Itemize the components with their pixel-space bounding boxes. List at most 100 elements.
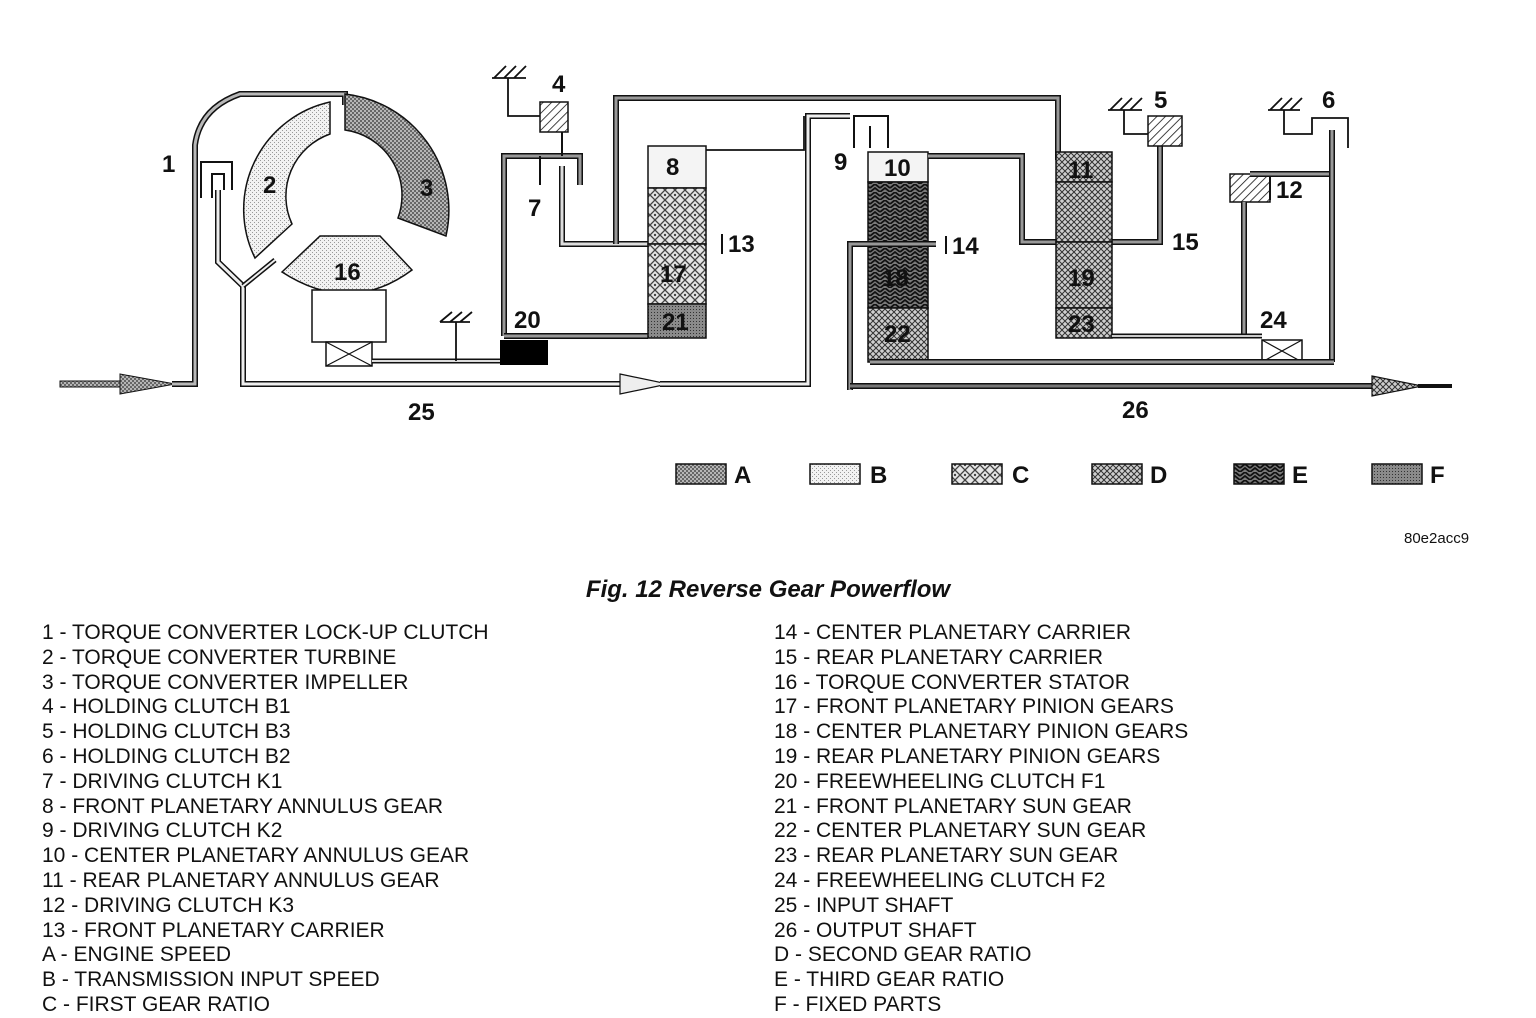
label-12: 12 xyxy=(1276,177,1303,204)
front-annulus-link xyxy=(613,95,1061,244)
key-item: C - FIRST GEAR RATIO xyxy=(42,992,270,1016)
label-16: 16 xyxy=(334,259,361,286)
key-item: 25 - INPUT SHAFT xyxy=(774,893,954,917)
key-item: 3 - TORQUE CONVERTER IMPELLER xyxy=(42,670,409,694)
legend-swatch-c xyxy=(951,463,1003,485)
key-item: 12 - DRIVING CLUTCH K3 xyxy=(42,893,295,917)
key-item: 5 - HOLDING CLUTCH B3 xyxy=(42,720,291,744)
key-item: 15 - REAR PLANETARY CARRIER xyxy=(774,645,1104,669)
key-item: 9 - DRIVING CLUTCH K2 xyxy=(42,819,283,843)
center-carrier-14 xyxy=(847,236,947,390)
label-14: 14 xyxy=(952,233,979,260)
powerflow-diagram: 1 2 3 4 5 6 7 8 9 10 11 12 13 14 15 16 1… xyxy=(59,65,1452,489)
legend-label-b: B xyxy=(870,462,887,489)
label-10: 10 xyxy=(884,155,911,182)
input-shaft-arrow xyxy=(619,373,669,395)
key-item: 16 - TORQUE CONVERTER STATOR xyxy=(774,670,1130,694)
lockup-clutch-1 xyxy=(200,161,233,198)
impeller-3 xyxy=(344,93,450,238)
key-item: 19 - REAR PLANETARY PINION GEARS xyxy=(774,744,1161,768)
front-sun-21 xyxy=(647,303,707,339)
driving-clutch-k3 xyxy=(1229,171,1330,336)
turbine-2 xyxy=(242,101,331,260)
key-item: 14 - CENTER PLANETARY CARRIER xyxy=(774,621,1132,644)
figure-caption: Fig. 12 Reverse Gear Powerflow xyxy=(585,576,951,603)
key-item: D - SECOND GEAR RATIO xyxy=(774,943,1032,967)
label-6: 6 xyxy=(1322,87,1335,114)
key-item: 20 - FREEWHEELING CLUTCH F1 xyxy=(774,769,1106,793)
label-11: 11 xyxy=(1068,157,1093,184)
key-list-left: 1 - TORQUE CONVERTER LOCK-UP CLUTCH 2 - … xyxy=(42,621,489,1018)
key-item: 22 - CENTER PLANETARY SUN GEAR xyxy=(774,819,1147,843)
image-code: 80e2acc9 xyxy=(1404,530,1470,547)
key-item: 13 - FRONT PLANETARY CARRIER xyxy=(42,918,385,942)
stator-housing xyxy=(311,289,387,343)
legend-label-f: F xyxy=(1430,462,1445,489)
legend-label-a: A xyxy=(734,462,751,489)
k1-housing xyxy=(501,153,648,339)
key-item: 2 - TORQUE CONVERTER TURBINE xyxy=(42,645,397,669)
center-pinion-upper xyxy=(867,181,929,243)
label-23: 23 xyxy=(1068,311,1095,338)
label-17: 17 xyxy=(660,261,687,288)
label-18: 18 xyxy=(882,265,909,292)
legend-label-c: C xyxy=(1012,462,1029,489)
holding-clutch-b2 xyxy=(1268,97,1349,362)
key-item: 18 - CENTER PLANETARY PINION GEARS xyxy=(774,720,1189,744)
key-item: 4 - HOLDING CLUTCH B1 xyxy=(42,695,291,719)
front-pinion-17 xyxy=(647,243,707,305)
key-item: 6 - HOLDING CLUTCH B2 xyxy=(42,744,291,768)
key-list-right: 14 - CENTER PLANETARY CARRIER 15 - REAR … xyxy=(774,621,1188,1018)
output-shaft-26 xyxy=(850,375,1452,397)
key-item: A - ENGINE SPEED xyxy=(42,943,232,967)
key-item: B - TRANSMISSION INPUT SPEED xyxy=(42,968,380,992)
key-item: 24 - FREEWHEELING CLUTCH F2 xyxy=(774,868,1106,892)
key-item: 1 - TORQUE CONVERTER LOCK-UP CLUTCH xyxy=(42,621,489,644)
front-pinion-upper xyxy=(647,187,707,245)
legend-label-d: D xyxy=(1150,462,1167,489)
label-25: 25 xyxy=(408,399,435,426)
legend-swatch-b xyxy=(809,463,861,485)
legend: A B C D E F xyxy=(675,462,1445,489)
label-15: 15 xyxy=(1172,229,1199,256)
annulus-8-link xyxy=(706,116,805,151)
label-7: 7 xyxy=(528,195,541,222)
label-19: 19 xyxy=(1068,265,1095,292)
label-26: 26 xyxy=(1122,397,1149,424)
front-annulus-8 xyxy=(647,145,707,189)
label-22: 22 xyxy=(884,321,911,348)
key-item: 26 - OUTPUT SHAFT xyxy=(774,918,977,942)
key-item: 23 - REAR PLANETARY SUN GEAR xyxy=(774,844,1119,868)
label-9: 9 xyxy=(834,149,847,176)
rear-pinion-19 xyxy=(1055,241,1113,309)
key-item: 11 - REAR PLANETARY ANNULUS GEAR xyxy=(42,868,440,892)
center-pinion-18 xyxy=(867,241,929,309)
legend-swatch-d xyxy=(1091,463,1143,485)
center-annulus-link xyxy=(928,146,1163,245)
input-line-a xyxy=(59,91,348,395)
key-item: 8 - FRONT PLANETARY ANNULUS GEAR xyxy=(42,794,444,818)
key-item: F - FIXED PARTS xyxy=(774,992,942,1016)
legend-swatch-a xyxy=(675,463,727,485)
label-20: 20 xyxy=(514,307,541,334)
label-5: 5 xyxy=(1154,87,1167,114)
label-13: 13 xyxy=(728,231,755,258)
label-8: 8 xyxy=(666,154,679,181)
input-shaft-25 xyxy=(660,113,850,387)
holding-clutch-b3 xyxy=(1108,97,1183,147)
rear-upper xyxy=(1055,181,1113,243)
label-4: 4 xyxy=(552,71,566,98)
stator-ground-link xyxy=(372,311,500,364)
label-3: 3 xyxy=(420,175,433,202)
key-item: 21 - FRONT PLANETARY SUN GEAR xyxy=(774,794,1132,818)
key-item: E - THIRD GEAR RATIO xyxy=(774,968,1005,992)
freewheel-f2 xyxy=(1261,339,1303,363)
legend-label-e: E xyxy=(1292,462,1308,489)
stator-freewheel xyxy=(325,341,373,367)
rear-sun-23 xyxy=(1055,307,1113,339)
label-2: 2 xyxy=(263,172,276,199)
key-item: 10 - CENTER PLANETARY ANNULUS GEAR xyxy=(42,844,470,868)
legend-swatch-e xyxy=(1233,463,1285,485)
freewheel-clutch-f1-block xyxy=(500,340,548,365)
key-item: 17 - FRONT PLANETARY PINION GEARS xyxy=(774,695,1174,719)
